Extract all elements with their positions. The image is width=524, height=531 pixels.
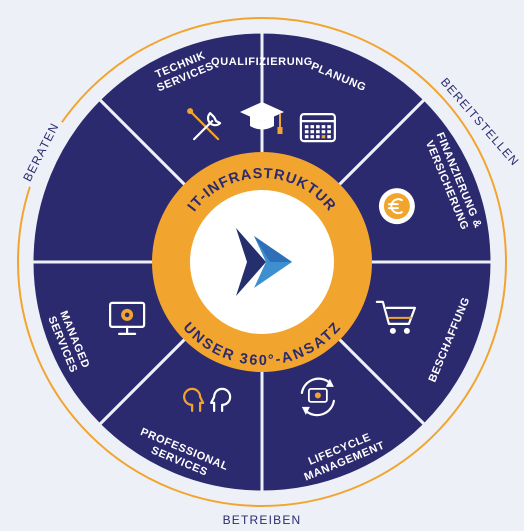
ring-label-betreiben: BETREIBEN [216,511,308,529]
outer-ring [17,17,507,507]
calendar-icon [299,113,336,143]
graduation-cap-icon [240,102,284,134]
double-chevron-logo [236,228,292,296]
center-badge: IT-INFRASTRUKTUR UNSER 360°-ANSATZ [152,152,372,372]
segment-label-line: QUALIFIZIERUNG [211,56,313,68]
euro-coin-icon [378,188,415,225]
lifecycle-icon [300,377,335,417]
segment-label: QUALIFIZIERUNG [211,56,313,68]
tools-icon [187,108,222,141]
monitor-gear-icon [109,301,146,335]
ring-label-betreiben-text: BETREIBEN [223,513,302,527]
shopping-cart-icon [375,300,416,334]
people-icon [183,387,232,412]
